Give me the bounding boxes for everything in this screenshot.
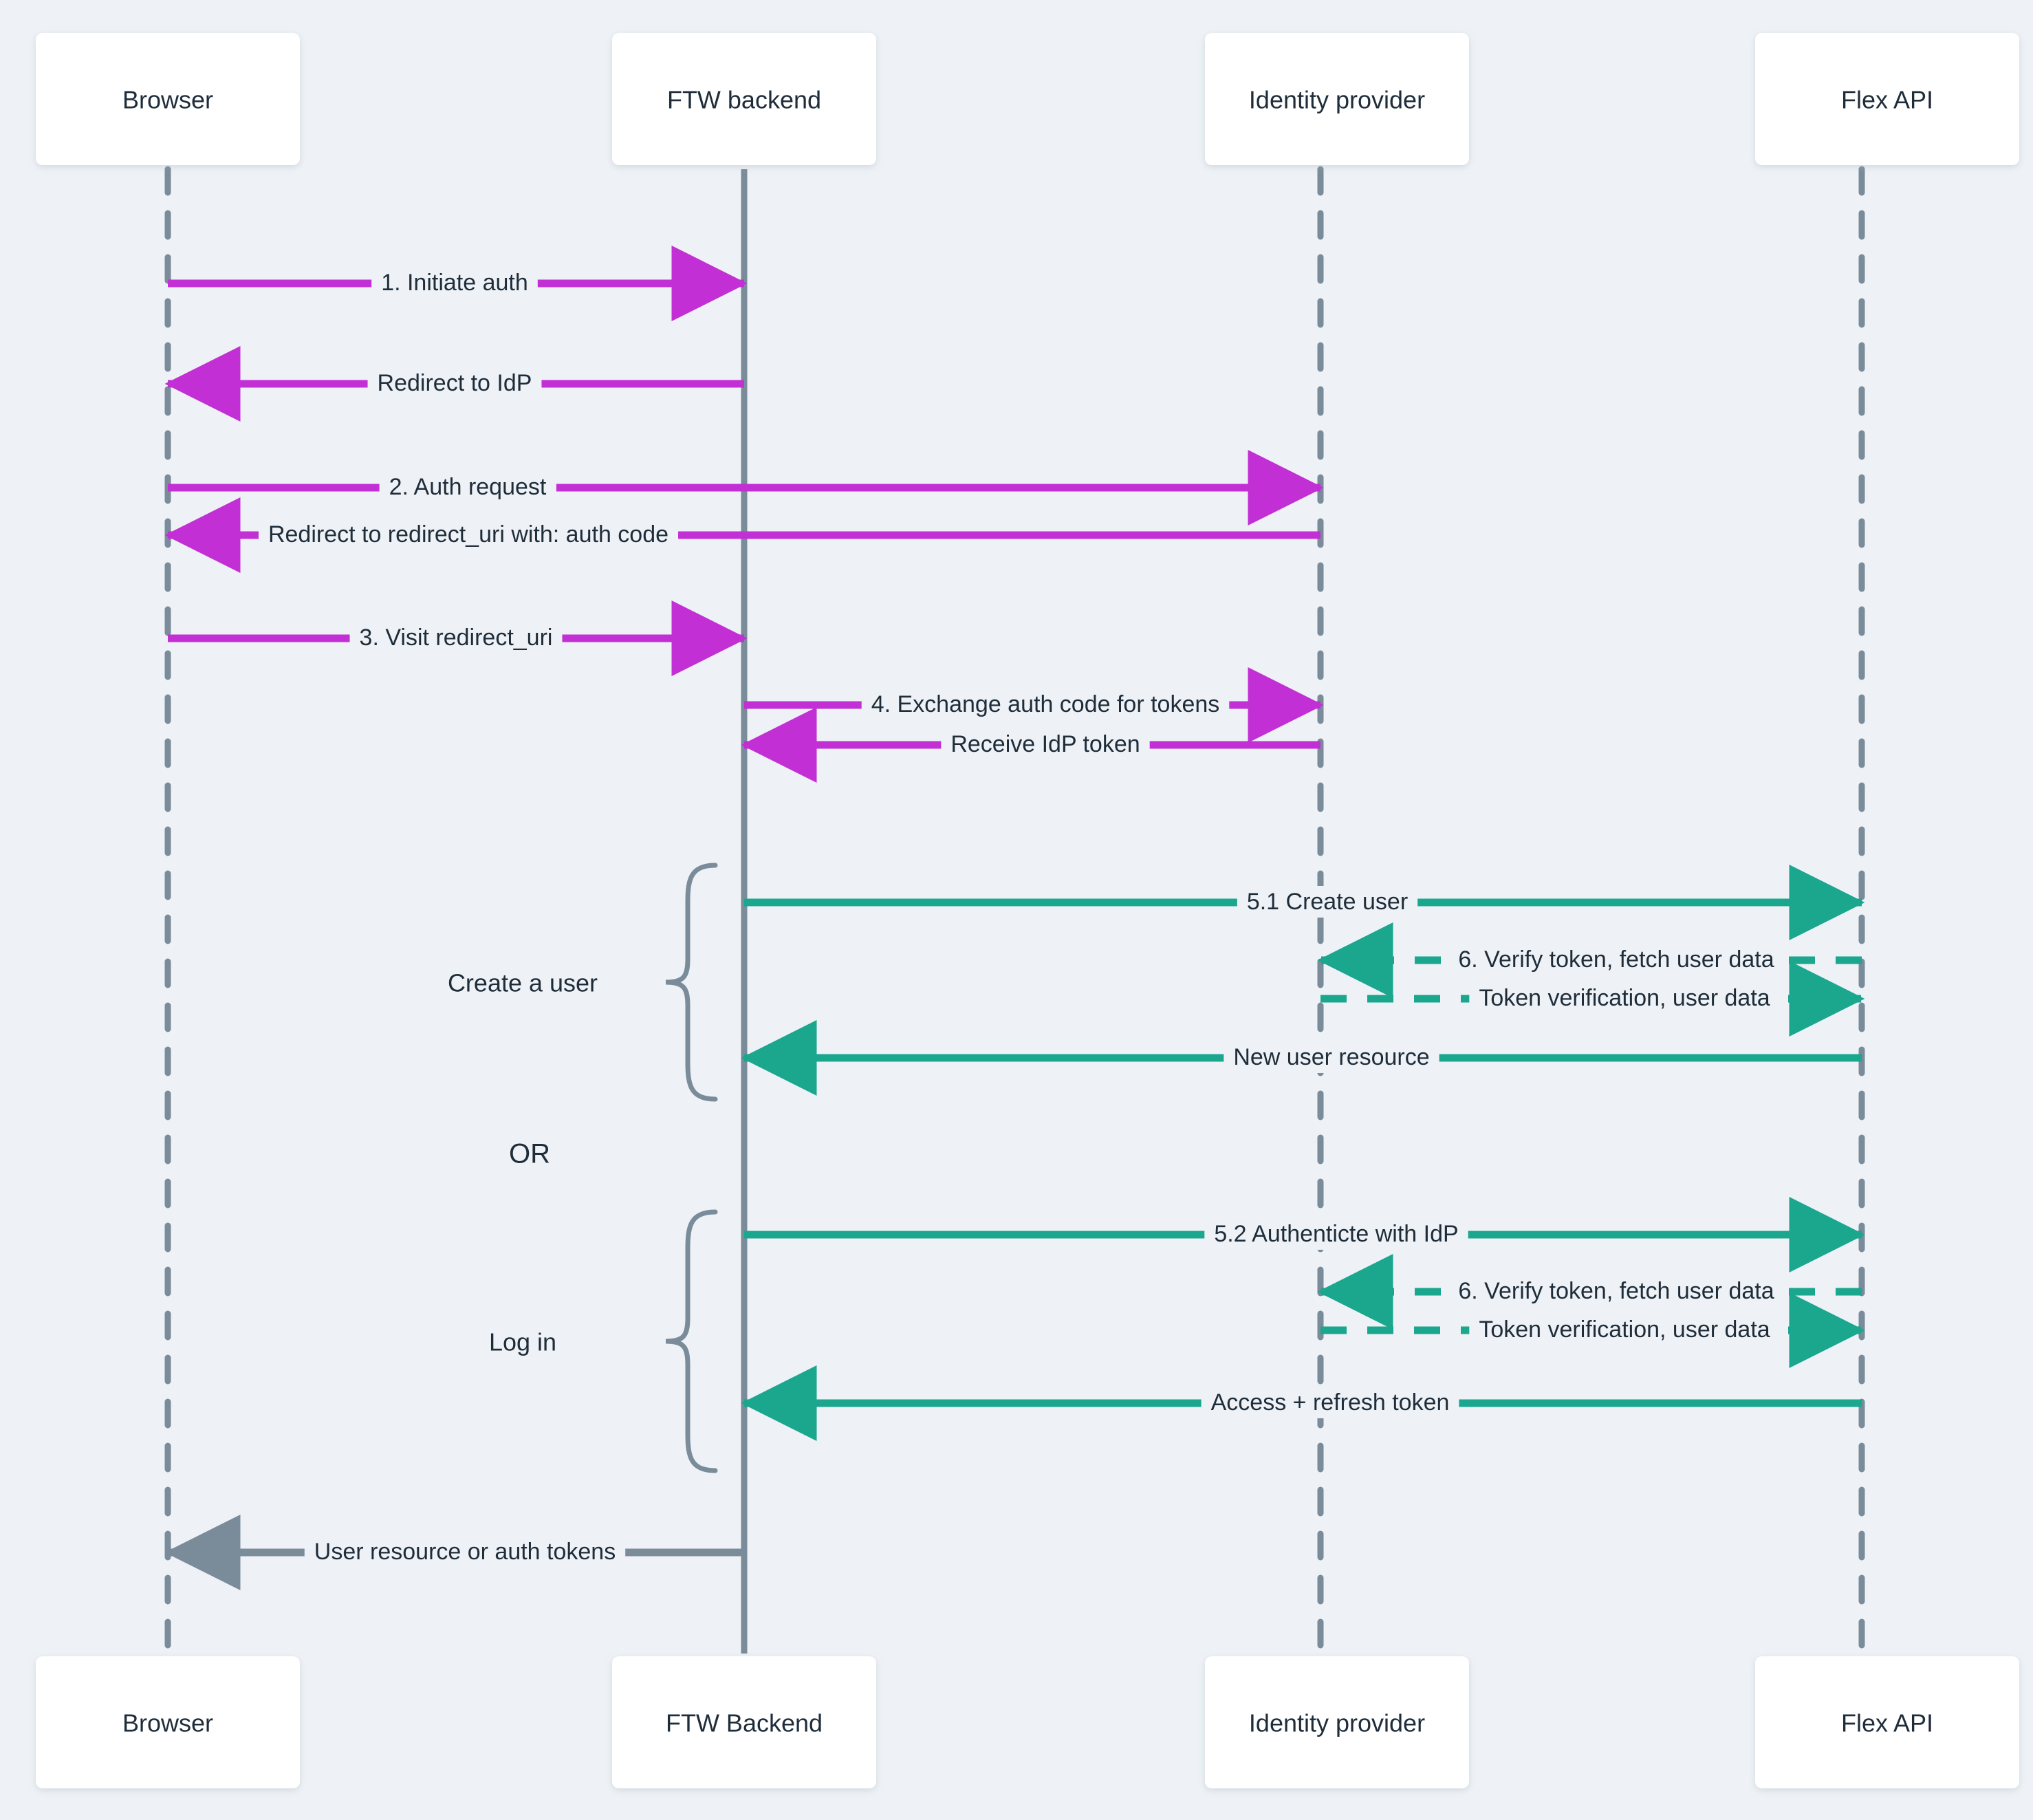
message-user-resource-or-auth-tokens[interactable]: User resource or auth tokens	[164, 1515, 744, 1590]
label-backdrop	[371, 266, 538, 299]
message-redirect-to-idp[interactable]: Redirect to IdP	[164, 346, 744, 422]
participant-label-ftw-backend-bottom: FTW Backend	[666, 1709, 823, 1737]
message-label-create-user: 5.1 Create user	[1247, 889, 1408, 915]
message-label-new-user-resource: New user resource	[1233, 1044, 1429, 1070]
participant-box-browser-bottom[interactable]: Browser	[36, 1656, 300, 1788]
participant-box-flex-api-bottom[interactable]: Flex API	[1755, 1656, 2019, 1788]
participant-boxes-top: Browser FTW backend Identity provider Fl…	[36, 33, 2019, 165]
message-label-user-resource-or-auth-tokens: User resource or auth tokens	[314, 1539, 616, 1565]
participant-box-identity-provider-bottom[interactable]: Identity provider	[1205, 1656, 1469, 1788]
separator-or-label: OR	[509, 1139, 550, 1169]
group-brace-create-a-user: Create a user	[448, 863, 718, 1102]
label-backdrop	[1448, 943, 1784, 975]
participant-box-ftw-backend-bottom[interactable]: FTW Backend	[612, 1656, 876, 1788]
participant-box-ftw-backend-top[interactable]: FTW backend	[612, 33, 876, 165]
group-brace-log-in: Log in	[489, 1209, 718, 1473]
label-backdrop	[367, 367, 542, 399]
participant-label-identity-provider-bottom: Identity provider	[1249, 1709, 1425, 1737]
message-label-token-verification-1: Token verification, user data	[1479, 985, 1770, 1011]
group-label-log-in: Log in	[489, 1328, 556, 1356]
message-auth-request[interactable]: 2. Auth request	[168, 450, 1324, 526]
message-label-visit-redirect-uri: 3. Visit redirect_uri	[360, 625, 553, 651]
label-backdrop	[1469, 982, 1780, 1014]
message-label-access-refresh-token: Access + refresh token	[1211, 1389, 1450, 1416]
label-backdrop	[1448, 1275, 1784, 1307]
participant-label-browser-bottom: Browser	[122, 1709, 213, 1737]
message-label-initiate-auth: 1. Initiate auth	[381, 270, 528, 296]
message-label-verify-token-fetch-2: 6. Verify token, fetch user data	[1458, 1278, 1774, 1304]
message-new-user-resource[interactable]: New user resource	[741, 1020, 1862, 1096]
message-access-refresh-token[interactable]: Access + refresh token	[741, 1365, 1862, 1441]
message-label-exchange-auth-code: 4. Exchange auth code for tokens	[871, 691, 1220, 717]
message-authenticate-with-idp[interactable]: 5.2 Authenticte with IdP	[744, 1197, 1865, 1272]
participant-box-flex-api-top[interactable]: Flex API	[1755, 33, 2019, 165]
participant-label-identity-provider-top: Identity provider	[1249, 86, 1425, 114]
label-backdrop	[1224, 1041, 1439, 1073]
message-visit-redirect-uri[interactable]: 3. Visit redirect_uri	[168, 600, 748, 676]
label-backdrop	[941, 728, 1150, 760]
participant-box-identity-provider-top[interactable]: Identity provider	[1205, 33, 1469, 165]
label-backdrop	[379, 470, 556, 503]
message-label-authenticate-with-idp: 5.2 Authenticte with IdP	[1214, 1221, 1458, 1247]
label-backdrop	[1237, 885, 1418, 918]
participant-box-browser-top[interactable]: Browser	[36, 33, 300, 165]
message-label-verify-token-fetch-1: 6. Verify token, fetch user data	[1458, 946, 1774, 973]
message-redirect-auth-code[interactable]: Redirect to redirect_uri with: auth code	[164, 497, 1320, 573]
participant-label-flex-api-bottom: Flex API	[1841, 1709, 1933, 1737]
label-backdrop	[304, 1535, 626, 1568]
participant-label-ftw-backend-top: FTW backend	[667, 86, 821, 114]
participant-label-browser-top: Browser	[122, 86, 213, 114]
message-exchange-auth-code[interactable]: 4. Exchange auth code for tokens	[744, 667, 1324, 743]
message-verify-token-fetch-2[interactable]: 6. Verify token, fetch user data	[1317, 1254, 1862, 1330]
brace-path	[665, 863, 718, 1102]
message-receive-idp-token[interactable]: Receive IdP token	[741, 707, 1320, 783]
label-backdrop	[349, 621, 563, 653]
message-label-redirect-to-idp: Redirect to IdP	[378, 370, 532, 396]
message-initiate-auth[interactable]: 1. Initiate auth	[168, 246, 748, 321]
label-backdrop	[1201, 1386, 1459, 1418]
label-backdrop	[1469, 1313, 1780, 1345]
label-backdrop	[1204, 1217, 1468, 1250]
label-backdrop	[258, 518, 679, 550]
message-label-auth-request: 2. Auth request	[389, 474, 547, 500]
message-label-redirect-auth-code: Redirect to redirect_uri with: auth code	[268, 521, 668, 548]
message-token-verification-1[interactable]: Token verification, user data	[1320, 961, 1865, 1037]
participant-boxes-bottom: Browser FTW Backend Identity provider Fl…	[36, 1656, 2019, 1788]
message-token-verification-2[interactable]: Token verification, user data	[1320, 1292, 1865, 1368]
label-backdrop	[861, 688, 1230, 720]
participant-label-flex-api-top: Flex API	[1841, 86, 1933, 114]
message-label-receive-idp-token: Receive IdP token	[950, 731, 1140, 757]
message-create-user[interactable]: 5.1 Create user	[744, 865, 1865, 940]
group-label-create-a-user: Create a user	[448, 969, 598, 997]
message-verify-token-fetch-1[interactable]: 6. Verify token, fetch user data	[1317, 922, 1862, 998]
brace-path	[665, 1209, 718, 1473]
message-label-token-verification-2: Token verification, user data	[1479, 1317, 1770, 1343]
